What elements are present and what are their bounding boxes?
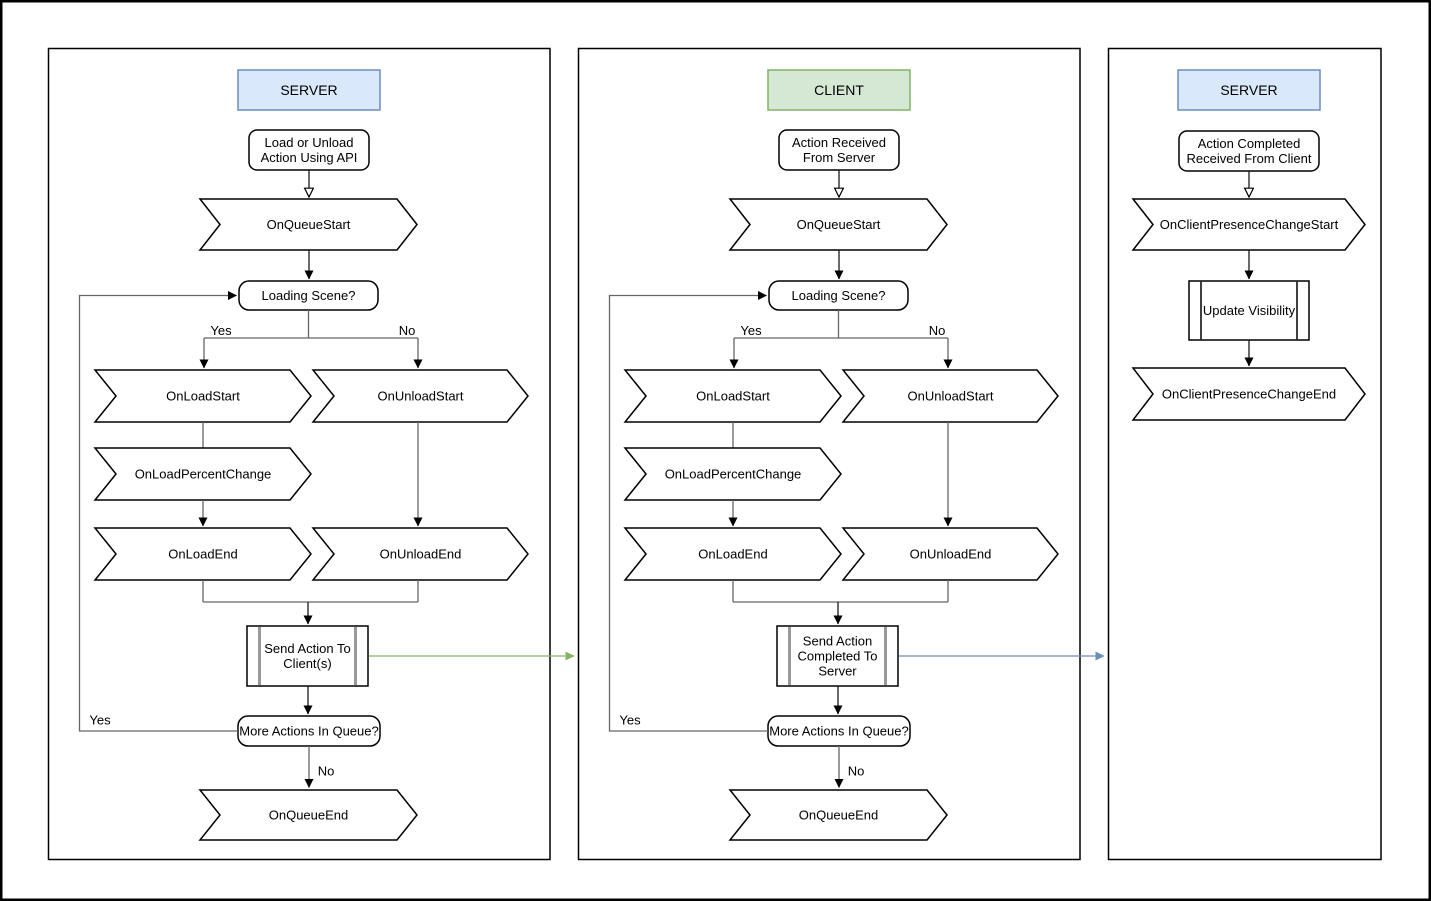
- update-visibility-box: [1188, 280, 1310, 341]
- branch-split-line: [204, 310, 418, 339]
- exit-no-label: No: [318, 764, 335, 779]
- server-ack-header-box: [1177, 69, 1321, 111]
- merge-line: [202, 580, 419, 603]
- update-visibility-subroutine: Update Visibility: [1188, 280, 1310, 341]
- client-merge-line: [732, 580, 949, 603]
- onqueuestart-label: OnQueueStart: [267, 217, 351, 232]
- client-onloadpercentchange-label: OnLoadPercentChange: [665, 467, 802, 482]
- client-more-actions-label: More Actions In Queue?: [769, 724, 908, 739]
- send-action-box: [246, 625, 369, 687]
- client-start-line2: From Server: [803, 150, 876, 165]
- start-terminal-line1: Load or Unload: [265, 135, 354, 150]
- onunloadstart-label: OnUnloadStart: [378, 389, 464, 404]
- onclientpresencechangeend-node: [1131, 367, 1366, 421]
- onloadpercentchange-label: OnLoadPercentChange: [135, 467, 272, 482]
- client-onloadend-label: OnLoadEnd: [698, 547, 767, 562]
- panel-server-ack-flow: SERVER Action Completed Received From Cl…: [1107, 47, 1382, 861]
- client-send-action-side-bars: [788, 627, 887, 685]
- client-loop-yes-line: [608, 291, 768, 732]
- client-onqueuestart-label: OnQueueStart: [797, 217, 881, 232]
- client-branch-yes-label: Yes: [740, 323, 762, 338]
- client-loop-yes-label: Yes: [619, 713, 641, 728]
- client-send-action-line2: Completed To: [798, 649, 878, 664]
- ack-start-line2: Received From Client: [1187, 151, 1312, 166]
- client-header-label: CLIENT: [814, 82, 864, 98]
- onunloadend-label: OnUnloadEnd: [380, 547, 462, 562]
- client-send-action-subroutine: Send Action Completed To Server: [776, 625, 899, 687]
- branch-yes-label: Yes: [210, 323, 232, 338]
- client-send-action-line3: Server: [818, 664, 857, 679]
- client-onunloadend-node: [841, 527, 1059, 581]
- client-onqueuestart-node: [728, 198, 948, 251]
- client-onloadstart-label: OnLoadStart: [696, 389, 770, 404]
- onqueueend-node: [198, 789, 418, 841]
- onclientpresencechangestart-node: [1131, 198, 1366, 251]
- panel-client-flow: CLIENT Action Received From Server OnQue…: [577, 47, 1105, 861]
- loop-yes-line: [78, 291, 238, 732]
- onclientpresencechangestart-label: OnClientPresenceChangeStart: [1160, 217, 1339, 232]
- client-branch-no-label: No: [929, 323, 946, 338]
- onloadend-label: OnLoadEnd: [168, 547, 237, 562]
- client-onloadstart-node: [623, 369, 842, 423]
- client-loading-scene-label: Loading Scene?: [792, 288, 886, 303]
- onloadstart-label: OnLoadStart: [166, 389, 240, 404]
- onloadstart-node: [93, 369, 312, 423]
- client-header-box: [767, 69, 911, 111]
- client-onunloadstart-node: [841, 369, 1059, 423]
- client-send-action-line1: Send Action: [803, 634, 872, 649]
- client-onunloadstart-label: OnUnloadStart: [908, 389, 994, 404]
- start-terminal-line2: Action Using API: [261, 150, 358, 165]
- server-header-label: SERVER: [280, 82, 337, 98]
- send-action-subroutine: Send Action To Client(s): [246, 625, 369, 687]
- send-action-line1: Send Action To: [264, 641, 351, 656]
- onunloadstart-node: [311, 369, 529, 423]
- client-exit-no-label: No: [848, 764, 865, 779]
- client-panel-border: [577, 47, 1081, 861]
- update-visibility-label: Update Visibility: [1203, 303, 1296, 318]
- send-action-line2: Client(s): [283, 656, 331, 671]
- server-panel-border: [47, 47, 551, 861]
- send-action-side-bars: [258, 627, 357, 685]
- client-onunloadend-label: OnUnloadEnd: [910, 547, 992, 562]
- onunloadend-node: [311, 527, 529, 581]
- onloadend-node: [93, 527, 312, 581]
- branch-no-label: No: [399, 323, 416, 338]
- client-onqueueend-label: OnQueueEnd: [799, 808, 879, 823]
- loading-scene-label: Loading Scene?: [262, 288, 356, 303]
- client-onloadend-node: [623, 527, 842, 581]
- client-onloadpercentchange-node: [623, 447, 842, 501]
- loop-yes-label: Yes: [89, 713, 111, 728]
- onqueuestart-node: [198, 198, 418, 251]
- update-visibility-side-bars: [1200, 281, 1298, 340]
- onloadpercentchange-node: [93, 447, 312, 501]
- server-ack-panel-border: [1107, 47, 1382, 861]
- client-branch-split-line: [734, 310, 948, 339]
- server-header-box: [237, 69, 381, 111]
- client-start-line1: Action Received: [792, 135, 886, 150]
- onqueueend-label: OnQueueEnd: [269, 808, 349, 823]
- ack-start-line1: Action Completed: [1198, 136, 1301, 151]
- panel-server-flow: SERVER Load or Unload Action Using API O…: [47, 47, 575, 861]
- onclientpresencechangeend-label: OnClientPresenceChangeEnd: [1162, 387, 1336, 402]
- server-ack-header-label: SERVER: [1220, 82, 1277, 98]
- client-onqueueend-node: [728, 789, 948, 841]
- more-actions-label: More Actions In Queue?: [239, 724, 378, 739]
